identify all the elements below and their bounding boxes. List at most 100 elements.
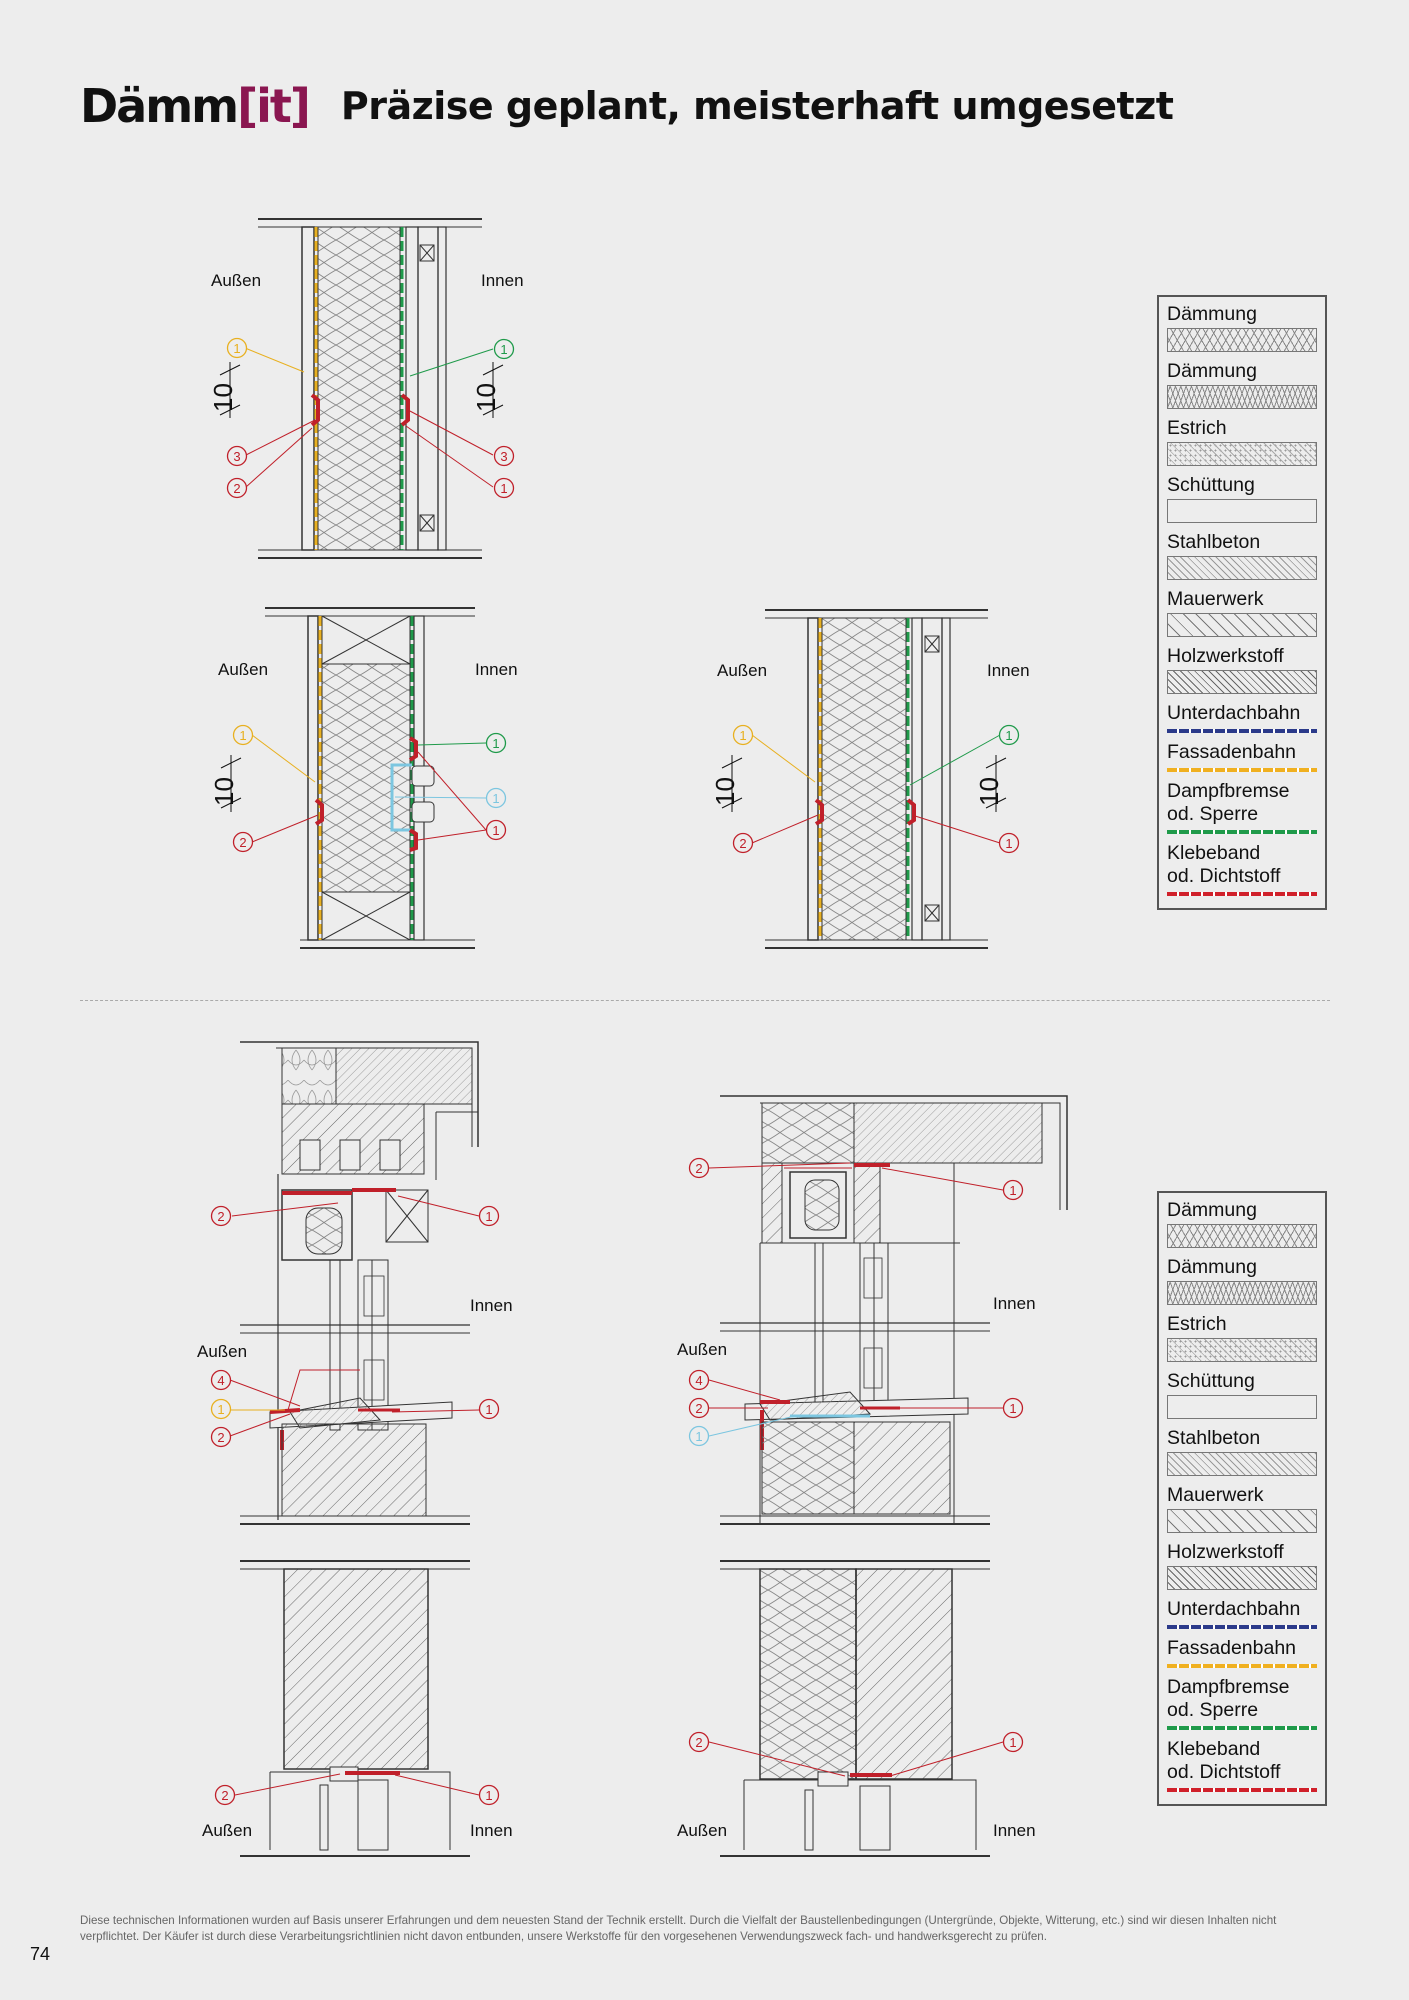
callout-2-red: 2	[214, 1784, 236, 1806]
svg-text:1: 1	[1009, 1401, 1016, 1416]
callout-2-red: 2	[232, 831, 254, 853]
legend-line-swatch	[1167, 1726, 1317, 1730]
svg-text:Außen: Außen	[197, 1342, 247, 1361]
svg-text:4: 4	[217, 1373, 224, 1388]
legend-pattern-swatch	[1167, 670, 1317, 694]
disclaimer-text: Diese technischen Informationen wurden a…	[80, 1914, 1277, 1943]
detail-window-1: Innen Außen Außen Innen 2 1 4 1 2 1 2 1	[197, 1041, 513, 1857]
legend-item: Mauerwerk	[1167, 1484, 1317, 1533]
legend-line-swatch	[1167, 892, 1317, 896]
callout-1-yellow: 1	[732, 724, 754, 746]
svg-text:1: 1	[1005, 728, 1012, 743]
svg-text:10: 10	[208, 383, 238, 412]
legend-item: Unterdachbahn	[1167, 702, 1317, 733]
brand-logo: Dämm[it]	[80, 79, 311, 133]
legend-label: Dampfbremse od. Sperre	[1167, 1676, 1290, 1721]
callout-4-red: 4	[688, 1369, 710, 1391]
callout-2-red: 2	[732, 832, 754, 854]
callout-1-red: 1	[1002, 1397, 1024, 1419]
svg-text:4: 4	[695, 1373, 702, 1388]
svg-text:10: 10	[710, 777, 740, 806]
legend-label: Dämmung	[1167, 303, 1257, 325]
legend-pattern-swatch	[1167, 1452, 1317, 1476]
legend-label: Estrich	[1167, 1313, 1227, 1335]
legend-pattern-swatch	[1167, 1566, 1317, 1590]
legend-label: Mauerwerk	[1167, 588, 1264, 610]
callout-1-lightblue: 1	[688, 1425, 710, 1447]
callout-1-red: 1	[485, 819, 507, 841]
legend-pattern-swatch	[1167, 499, 1317, 523]
legend-line-swatch	[1167, 1664, 1317, 1668]
svg-text:10: 10	[974, 777, 1004, 806]
svg-text:Außen: Außen	[211, 271, 261, 290]
callout-1-yellow: 1	[226, 337, 248, 359]
legend-pattern-swatch	[1167, 1338, 1317, 1362]
legend-label: Fassadenbahn	[1167, 1637, 1297, 1659]
callout-1-red: 1	[1002, 1731, 1024, 1753]
callout-1-red: 1	[493, 477, 515, 499]
legend-item: Fassadenbahn	[1167, 741, 1317, 772]
callout-4-red: 4	[210, 1369, 232, 1391]
svg-text:2: 2	[217, 1209, 224, 1224]
legend-item: Estrich	[1167, 417, 1317, 466]
legend-label: Stahlbeton	[1167, 531, 1261, 553]
legend-pattern-swatch	[1167, 613, 1317, 637]
svg-text:2: 2	[239, 835, 246, 850]
svg-text:1: 1	[1009, 1735, 1016, 1750]
svg-text:1: 1	[695, 1429, 702, 1444]
section-divider	[80, 1000, 1330, 1001]
svg-text:2: 2	[695, 1401, 702, 1416]
callout-1-green: 1	[493, 338, 515, 360]
callout-2-red: 2	[210, 1205, 232, 1227]
svg-text:Innen: Innen	[993, 1821, 1036, 1840]
callout-1-lightblue: 1	[485, 787, 507, 809]
svg-text:1: 1	[1009, 1183, 1016, 1198]
callout-1-red: 1	[478, 1398, 500, 1420]
svg-text:1: 1	[492, 736, 499, 751]
detail-wall-3: 10 10 Außen Innen 1 2 1 1	[710, 609, 1030, 949]
legend-item: Dämmung	[1167, 360, 1317, 409]
detail-wall-2: 10 Außen Innen 1 2 1 1 1	[209, 607, 518, 949]
legend-item: Dämmung	[1167, 303, 1317, 352]
legend-label: Klebeband od. Dichtstoff	[1167, 1738, 1281, 1783]
legend-label: Fassadenbahn	[1167, 741, 1297, 763]
legend-item: Schüttung	[1167, 1370, 1317, 1419]
svg-text:Innen: Innen	[470, 1296, 513, 1315]
legend-item: Estrich	[1167, 1313, 1317, 1362]
callout-1-red: 1	[478, 1784, 500, 1806]
svg-text:1: 1	[500, 342, 507, 357]
svg-text:Innen: Innen	[481, 271, 524, 290]
svg-text:Außen: Außen	[218, 660, 268, 679]
svg-text:Außen: Außen	[717, 661, 767, 680]
legend-item: Mauerwerk	[1167, 588, 1317, 637]
svg-text:1: 1	[492, 823, 499, 838]
legend-pattern-swatch	[1167, 1224, 1317, 1248]
legend-item: Holzwerkstoff	[1167, 1541, 1317, 1590]
callout-1-red: 1	[1002, 1179, 1024, 1201]
legend-line-swatch	[1167, 768, 1317, 772]
legend-label: Unterdachbahn	[1167, 1598, 1301, 1620]
legend-label: Dämmung	[1167, 1256, 1257, 1278]
legend-label: Mauerwerk	[1167, 1484, 1264, 1506]
svg-text:2: 2	[217, 1430, 224, 1445]
legend-label: Schüttung	[1167, 1370, 1255, 1392]
svg-text:Außen: Außen	[677, 1340, 727, 1359]
legend-item: Stahlbeton	[1167, 531, 1317, 580]
legend-pattern-swatch	[1167, 328, 1317, 352]
callout-1-yellow: 1	[210, 1398, 232, 1420]
svg-text:1: 1	[239, 728, 246, 743]
legend-item: Holzwerkstoff	[1167, 645, 1317, 694]
legend-line-swatch	[1167, 1788, 1317, 1792]
legend-item: Schüttung	[1167, 474, 1317, 523]
page-title: Präzise geplant, meisterhaft umgesetzt	[340, 84, 1174, 128]
svg-text:1: 1	[485, 1209, 492, 1224]
legend-item: Dampfbremse od. Sperre	[1167, 1676, 1317, 1730]
svg-text:3: 3	[233, 449, 240, 464]
legend-label: Klebeband od. Dichtstoff	[1167, 842, 1281, 887]
callout-1-red: 1	[998, 832, 1020, 854]
callout-1-green: 1	[998, 724, 1020, 746]
legend-line-swatch	[1167, 1625, 1317, 1629]
callout-1-red: 1	[478, 1205, 500, 1227]
callout-2-red: 2	[688, 1731, 710, 1753]
